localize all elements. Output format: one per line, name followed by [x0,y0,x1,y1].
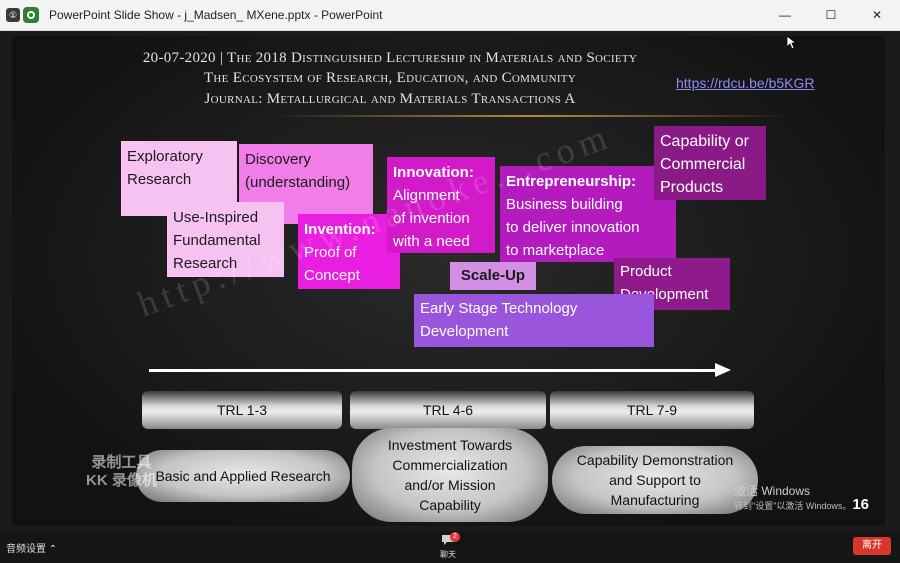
phase-line: and/or Mission [404,477,496,493]
close-button[interactable]: ✕ [871,8,883,22]
window-title-bar: ① PowerPoint Slide Show - j_Madsen_ MXen… [0,0,900,31]
progress-arrow-line [149,369,719,372]
recorder-watermark: 录制工具 KK 录像机 [86,454,157,490]
maximize-button[interactable]: ☐ [825,8,837,22]
stage-early-stage-technology: Early Stage Technology Development [414,294,654,347]
stage-line: Proof of [304,244,357,261]
stage-scale-up: Scale-Up [450,262,536,290]
phase-investment: Investment Towards Commercialization and… [352,428,548,522]
phase-line: and Support to [609,472,701,488]
stage-line: (understanding) [245,174,351,191]
audio-settings-button[interactable]: 音频设置 ⌃ [6,540,57,555]
trl-bar-1: TRL 1-3 [142,391,342,429]
stage-line: Products [660,179,724,196]
leave-button[interactable]: 离开 [853,537,891,555]
stage-title: Entrepreneurship: [506,173,637,190]
chat-unread-badge: 2 [450,532,460,542]
phase-basic-research: Basic and Applied Research [136,450,350,502]
slide-number: 16 [852,496,869,513]
stage-line: to marketplace [506,242,605,259]
title-icons: ① [6,7,39,23]
stage-line: Alignment [393,187,460,204]
stage-title: Scale-Up [460,267,526,284]
phase-line: Investment Towards [387,437,513,453]
powerpoint-app-icon [23,7,39,23]
stage-line: to deliver innovation [506,219,640,236]
slide-header-line3: Journal: Metallurgical and Materials Tra… [204,91,576,107]
stage-line: Concept [304,267,360,284]
chat-label: 聊天 [440,550,456,559]
arrow-head-icon [715,363,731,377]
stage-title: Innovation: [393,164,474,181]
minimize-button[interactable]: — [779,8,791,22]
slide-header-line1: 20-07-2020 | The 2018 Distinguished Lect… [142,50,638,66]
stage-line: Business building [506,196,623,213]
slide-header-line2: The Ecosystem of Research, Education, an… [203,70,577,86]
chat-button[interactable]: 2 聊天 [434,532,462,560]
stage-entrepreneurship: Entrepreneurship: Business building to d… [500,166,676,262]
trl-bar-2: TRL 4-6 [350,391,546,429]
stage-line: Research [173,255,238,272]
window-controls: — ☐ ✕ [762,0,900,30]
badge-icon[interactable]: ① [6,8,20,22]
phase-line: Basic and Applied Research [155,468,331,484]
phase-line: Capability [419,497,481,513]
meeting-bottom-bar: 音频设置 ⌃ 2 聊天 离开 [0,531,900,563]
stage-line: Research [127,171,192,188]
header-divider [272,115,792,117]
stage-line: with a need [393,233,470,250]
stage-line: Discovery [245,151,311,168]
stage-line: Capability or [660,133,749,150]
stage-invention: Invention: Proof of Concept [298,214,400,289]
stage-line: Early Stage Technology [420,300,578,317]
slide[interactable]: 20-07-2020 | The 2018 Distinguished Lect… [12,36,885,526]
audio-settings-label: 音频设置 [6,544,46,555]
recorder-line: 录制工具 [91,454,152,471]
phase-line: Commercialization [392,457,508,473]
stage-line: Development [420,323,509,340]
recorder-line: KK 录像机 [86,472,157,489]
stage-line: of invention [393,210,470,227]
stage-innovation: Innovation: Alignment of invention with … [387,157,495,253]
phase-capability-demonstration: Capability Demonstration and Support to … [552,446,758,514]
stage-title: Invention: [304,221,376,238]
mouse-cursor-icon [786,35,798,55]
chevron-up-icon: ⌃ [48,544,58,555]
stage-line: Use-Inspired [173,209,259,226]
stage-capability-products: Capability or Commercial Products [654,126,766,200]
phase-line: Capability Demonstration [576,452,734,468]
stage-use-inspired-research: Use-Inspired Fundamental Research [167,202,284,277]
window-title: PowerPoint Slide Show - j_Madsen_ MXene.… [49,8,383,22]
stage-line: Exploratory [127,148,203,165]
activate-title: 激活 Windows [734,484,811,498]
stage-line: Commercial [660,156,746,173]
phase-line: Manufacturing [610,492,700,508]
article-link[interactable]: https://rdcu.be/b5KGR [676,75,815,91]
activate-subtitle: 转到"设置"以激活 Windows。 [734,501,852,511]
stage-line: Product [620,263,672,280]
trl-bar-3: TRL 7-9 [550,391,754,429]
stage-line: Fundamental [173,232,261,249]
windows-activation-notice: 激活 Windows 转到"设置"以激活 Windows。 [734,484,851,514]
